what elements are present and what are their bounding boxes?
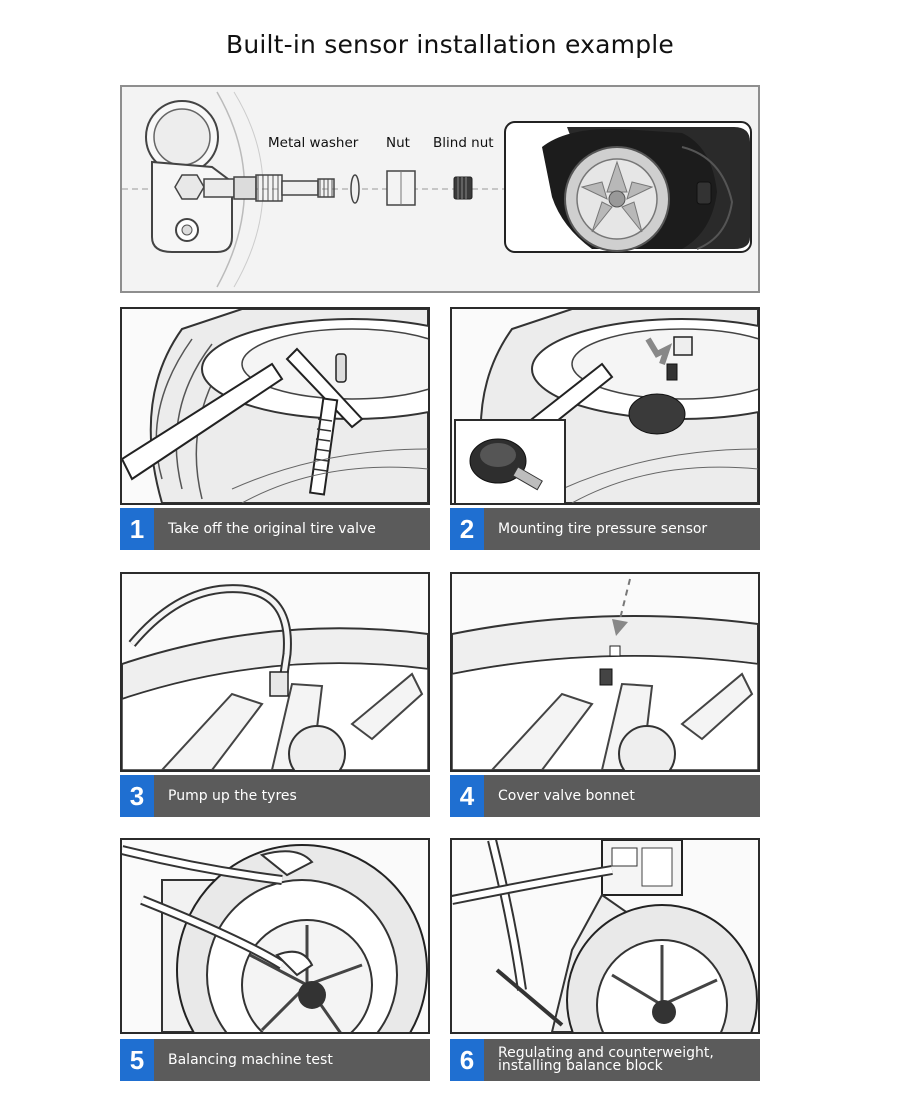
- sensor-exploded-diagram: Metal washer Nut Blind nut: [120, 85, 760, 293]
- step-5-caption: 5 Balancing machine test: [120, 1039, 430, 1081]
- step-number-badge: 5: [120, 1039, 154, 1081]
- sensor-parts-illustration: [122, 91, 752, 288]
- step-number-badge: 4: [450, 775, 484, 817]
- step-number-badge: 2: [450, 508, 484, 550]
- label-metal-washer: Metal washer: [268, 135, 359, 151]
- step-text: Mounting tire pressure sensor: [498, 520, 708, 537]
- step-number-badge: 1: [120, 508, 154, 550]
- step-6-illustration: [450, 838, 760, 1034]
- label-nut: Nut: [386, 135, 410, 151]
- step-3-illustration: [120, 572, 430, 772]
- step-number-badge: 3: [120, 775, 154, 817]
- step-6-caption: 6 Regulating and counterweight, installi…: [450, 1039, 760, 1081]
- step-5-illustration: [120, 838, 430, 1034]
- step-2-caption: 2 Mounting tire pressure sensor: [450, 508, 760, 550]
- step-text: Cover valve bonnet: [498, 787, 635, 804]
- label-blind-nut: Blind nut: [433, 135, 494, 151]
- step-text: Balancing machine test: [168, 1051, 333, 1068]
- step-2-illustration: [450, 307, 760, 505]
- step-text: Regulating and counterweight, installing…: [498, 1045, 714, 1074]
- page-title: Built-in sensor installation example: [225, 30, 675, 59]
- step-text: Take off the original tire valve: [168, 520, 376, 537]
- step-number-badge: 6: [450, 1039, 484, 1081]
- step-text: Pump up the tyres: [168, 787, 297, 804]
- step-4-illustration: [450, 572, 760, 772]
- step-3-caption: 3 Pump up the tyres: [120, 775, 430, 817]
- step-1-illustration: [120, 307, 430, 505]
- sensor-inset: [454, 419, 566, 503]
- step-1-caption: 1 Take off the original tire valve: [120, 508, 430, 550]
- step-4-caption: 4 Cover valve bonnet: [450, 775, 760, 817]
